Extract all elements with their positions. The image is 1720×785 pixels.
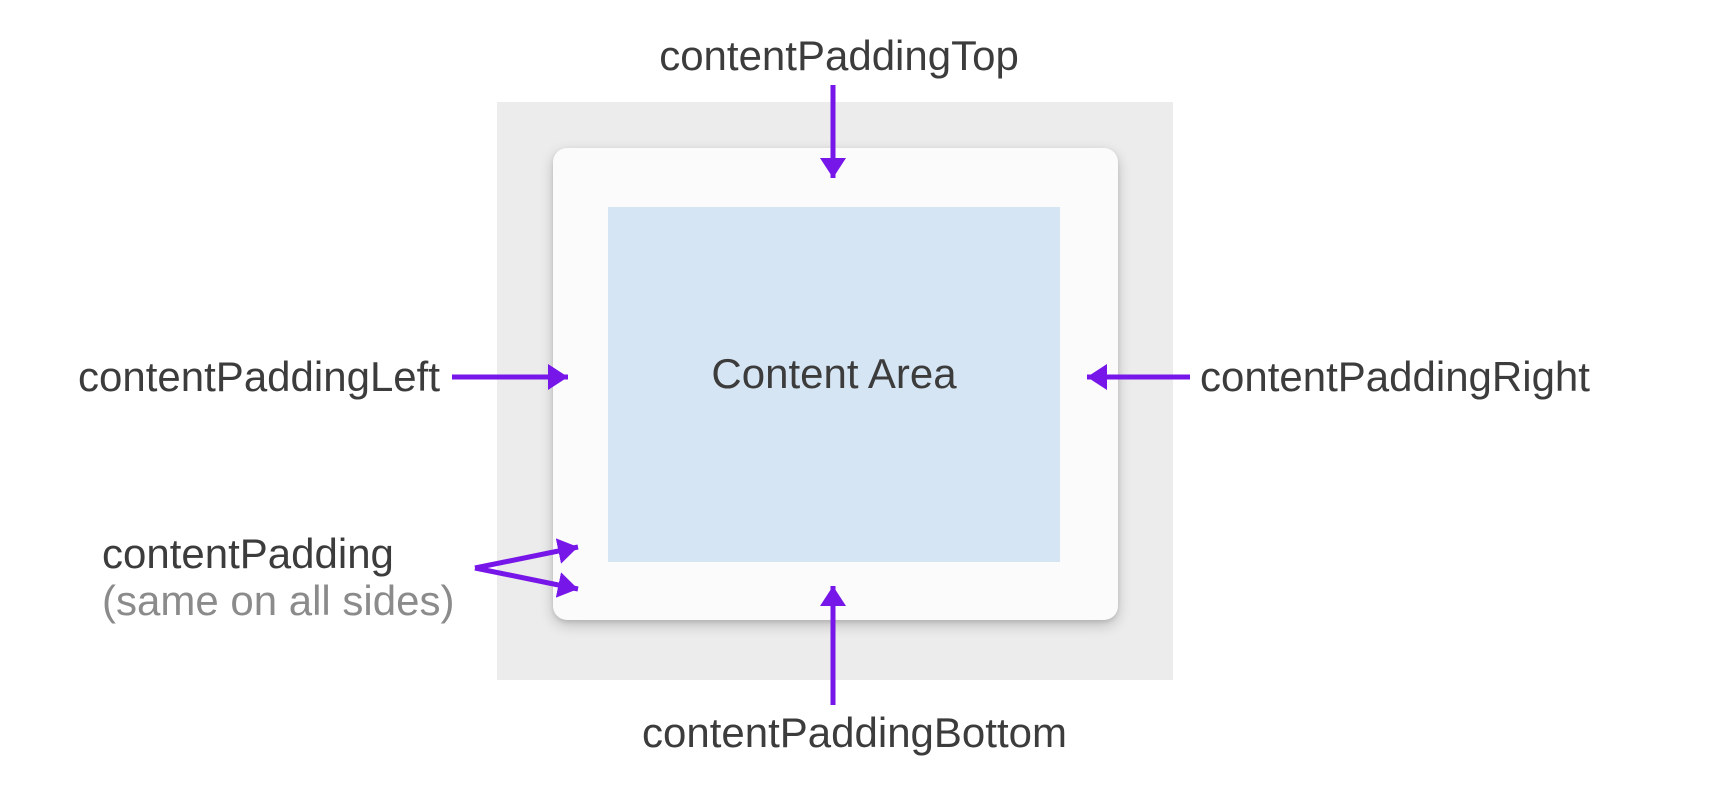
component-card: Content Area: [553, 148, 1118, 620]
content-area: Content Area: [608, 207, 1060, 562]
label-content-padding-bottom: contentPaddingBottom: [642, 709, 1067, 756]
label-content-padding-left: contentPaddingLeft: [78, 353, 440, 400]
uniform-padding-note: (same on all sides): [102, 577, 455, 624]
label-content-padding-right: contentPaddingRight: [1200, 353, 1590, 400]
uniform-padding-label: contentPadding: [102, 530, 394, 577]
label-content-padding-top: contentPaddingTop: [659, 32, 1019, 79]
content-area-label: Content Area: [711, 349, 957, 397]
label-content-padding-uniform: contentPadding (same on all sides): [102, 530, 454, 624]
